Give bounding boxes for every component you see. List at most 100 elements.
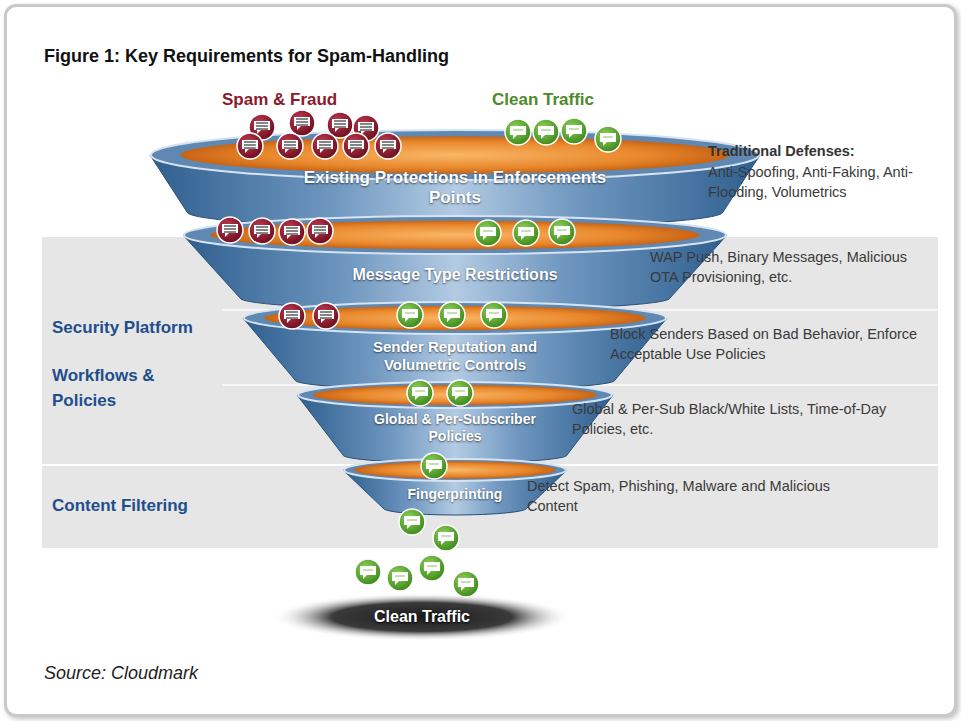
speech-bubble — [518, 227, 534, 240]
figure-caption: Source: Cloudmark — [44, 663, 198, 684]
speech-bubble — [380, 140, 396, 153]
bubble-line — [314, 226, 326, 227]
icon-disc — [279, 219, 305, 245]
spam-message-icon — [249, 218, 275, 244]
band-title: Message Type Restrictions — [255, 265, 655, 284]
speech-bubble — [538, 126, 554, 139]
bubble-line — [334, 120, 346, 121]
funnel-rim — [244, 302, 666, 334]
icon-disc — [277, 133, 303, 159]
bubble-line — [521, 230, 531, 231]
bubble-line — [256, 226, 268, 227]
bubble-line — [244, 147, 256, 148]
clean-message-icon — [595, 126, 621, 152]
layer-description: Detect Spam, Phishing, Malware and Malic… — [527, 476, 867, 517]
bubble-line — [415, 390, 425, 391]
icon-disc — [249, 218, 275, 244]
bubble-line — [427, 565, 437, 566]
clean-message-icon — [421, 453, 447, 479]
layer-description: Traditional Defenses: — [708, 141, 948, 161]
icon-disc — [447, 380, 473, 406]
clean-message-icon — [475, 220, 501, 246]
bubble-line — [244, 141, 256, 142]
traffic-label: Clean Traffic — [492, 88, 594, 112]
band-title: Sender Reputation and Volumetric Control… — [340, 338, 570, 374]
icon-disc — [375, 133, 401, 159]
bubble-line — [319, 144, 331, 145]
bubble-line — [405, 312, 415, 313]
clean-message-icon — [561, 118, 587, 144]
icon-disc — [397, 302, 423, 328]
layer-description: Block Senders Based on Bad Behavior, Enf… — [610, 324, 935, 365]
spam-message-icon — [237, 133, 263, 159]
speech-bubble — [412, 387, 428, 400]
icon-disc — [419, 555, 445, 581]
funnel-band: Sender Reputation and Volumetric Control… — [243, 301, 667, 390]
clean-message-icon — [397, 302, 423, 328]
speech-bubble — [242, 140, 258, 153]
funnel-band: Global & Per-Subscriber Policies — [297, 381, 613, 463]
bubble-line — [513, 129, 523, 130]
spam-message-icon — [312, 133, 338, 159]
speech-bubble — [510, 126, 526, 139]
bubble-line — [244, 144, 256, 145]
speech-bubble — [486, 309, 502, 322]
spam-message-icon — [279, 219, 305, 245]
icon-disc — [312, 133, 338, 159]
bubble-line — [334, 126, 346, 127]
clean-message-icon — [387, 565, 413, 591]
bubble-line — [256, 125, 268, 126]
funnel-band: Existing Protections in Enforcements Poi… — [150, 129, 760, 228]
icon-disc — [313, 303, 339, 329]
clean-message-icon — [419, 555, 445, 581]
icon-disc — [327, 112, 353, 138]
bubble-line — [407, 519, 417, 520]
clean-message-icon — [407, 380, 433, 406]
bubble-line — [483, 230, 493, 231]
figure-title: Figure 1: Key Requirements for Spam-Hand… — [44, 46, 449, 67]
bubble-line — [455, 390, 465, 391]
clean-message-icon — [447, 380, 473, 406]
grey-band-fill — [42, 236, 938, 465]
bubble-line — [256, 229, 268, 230]
icon-disc — [513, 220, 539, 246]
speech-bubble — [222, 224, 238, 237]
icon-disc — [433, 525, 459, 551]
bubble-line — [489, 312, 499, 313]
speech-bubble — [254, 225, 270, 238]
speech-bubble — [554, 226, 570, 239]
bubble-line — [320, 311, 332, 312]
funnel-mouth — [313, 385, 597, 405]
icon-disc — [421, 453, 447, 479]
bubble-line — [296, 124, 308, 125]
speech-bubble — [318, 310, 334, 323]
bubble-line — [256, 122, 268, 123]
bubble-line — [314, 229, 326, 230]
band-title: Global & Per-Subscriber Policies — [370, 411, 540, 445]
icon-disc — [237, 133, 263, 159]
bubble-line — [360, 129, 372, 130]
icon-disc — [279, 303, 305, 329]
clean-message-icon — [433, 525, 459, 551]
speech-bubble — [426, 460, 442, 473]
clean-message-icon — [453, 571, 479, 597]
spam-message-icon — [313, 303, 339, 329]
band-title: Fingerprinting — [380, 486, 530, 503]
clean-message-icon — [481, 302, 507, 328]
funnel-rim — [184, 216, 726, 254]
icon-disc — [353, 115, 379, 141]
icon-disc — [217, 217, 243, 243]
icon-disc — [549, 219, 575, 245]
bubble-line — [382, 144, 394, 145]
bubble-line — [224, 225, 236, 226]
bubble-line — [569, 128, 579, 129]
speech-bubble — [360, 566, 376, 579]
bubble-line — [284, 147, 296, 148]
traffic-label: Spam & Fraud — [222, 88, 337, 112]
speech-bubble — [438, 532, 454, 545]
bubble-line — [350, 144, 362, 145]
speech-bubble — [404, 516, 420, 529]
icon-disc — [481, 302, 507, 328]
speech-bubble — [452, 387, 468, 400]
spam-message-icon — [279, 303, 305, 329]
